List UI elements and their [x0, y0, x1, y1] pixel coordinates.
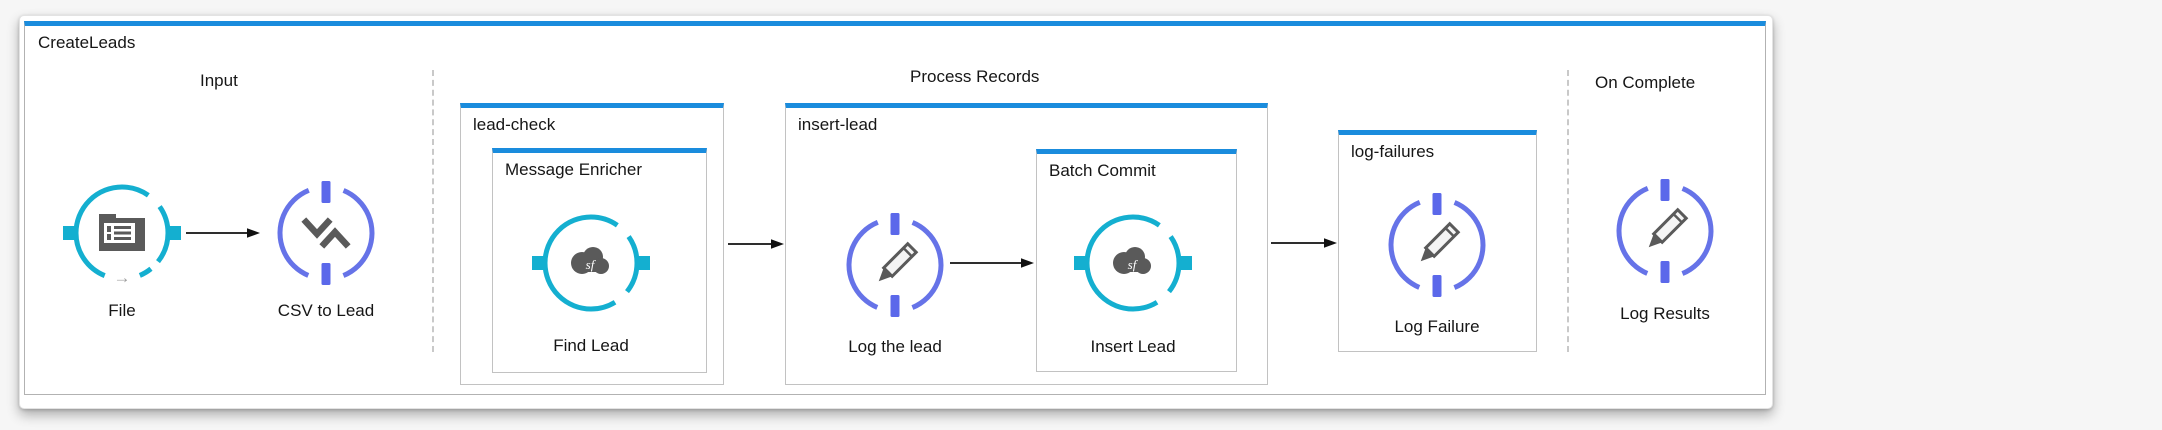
file-folder-icon: [99, 214, 145, 251]
section-label-on-complete: On Complete: [1595, 73, 1696, 92]
scope-label-message-enricher: Message Enricher: [505, 160, 643, 179]
section-label-input: Input: [200, 71, 238, 90]
pencil-icon: [1420, 221, 1461, 262]
transform-icon: [301, 217, 351, 249]
node-find-lead[interactable]: sf: [531, 211, 651, 315]
section-label-process-records: Process Records: [910, 67, 1040, 86]
node-file[interactable]: →: [62, 181, 182, 285]
salesforce-cloud-icon: sf: [571, 247, 609, 274]
flow-arrow: [728, 239, 784, 249]
node-log-results[interactable]: [1605, 179, 1725, 283]
salesforce-cloud-icon: sf: [1113, 247, 1151, 274]
flow-title: CreateLeads: [38, 33, 136, 52]
node-caption-insert-lead: Insert Lead: [1090, 337, 1176, 356]
outbound-port-icon: [1179, 256, 1192, 270]
outbound-port-icon: [637, 256, 650, 270]
flow-arrow: [1271, 238, 1337, 248]
outbound-port-icon: [168, 226, 181, 240]
inbound-port-icon: [1074, 256, 1087, 270]
svg-text:sf: sf: [586, 257, 597, 272]
poll-arrow-icon: →: [114, 268, 131, 285]
node-caption-find-lead: Find Lead: [553, 336, 629, 355]
svg-text:sf: sf: [1128, 257, 1139, 272]
node-caption-log-the-lead: Log the lead: [848, 337, 942, 356]
phase-separator-input: [432, 70, 434, 352]
node-caption-csv-to-lead: CSV to Lead: [277, 301, 375, 320]
inbound-port-icon: [532, 256, 545, 270]
flow-arrow: [186, 228, 260, 238]
node-log-failure[interactable]: [1377, 193, 1497, 297]
pencil-icon: [878, 241, 919, 282]
inbound-port-icon: [63, 226, 76, 240]
scope-log-failures[interactable]: log-failures: [1338, 130, 1537, 352]
node-caption-log-results: Log Results: [1620, 304, 1710, 323]
scope-label-lead-check: lead-check: [473, 115, 556, 134]
scope-label-insert-lead: insert-lead: [798, 115, 878, 134]
node-caption-file: File: [108, 301, 136, 320]
scope-label-batch-commit: Batch Commit: [1049, 161, 1156, 180]
node-log-the-lead[interactable]: [835, 213, 955, 317]
node-caption-log-failure: Log Failure: [1394, 317, 1480, 336]
node-insert-lead[interactable]: sf: [1073, 211, 1193, 315]
pencil-icon: [1648, 207, 1689, 248]
node-csv-to-lead[interactable]: [266, 181, 386, 285]
phase-separator-on-complete: [1567, 70, 1569, 352]
scope-label-log-failures: log-failures: [1351, 142, 1435, 161]
flow-arrow: [950, 258, 1034, 268]
